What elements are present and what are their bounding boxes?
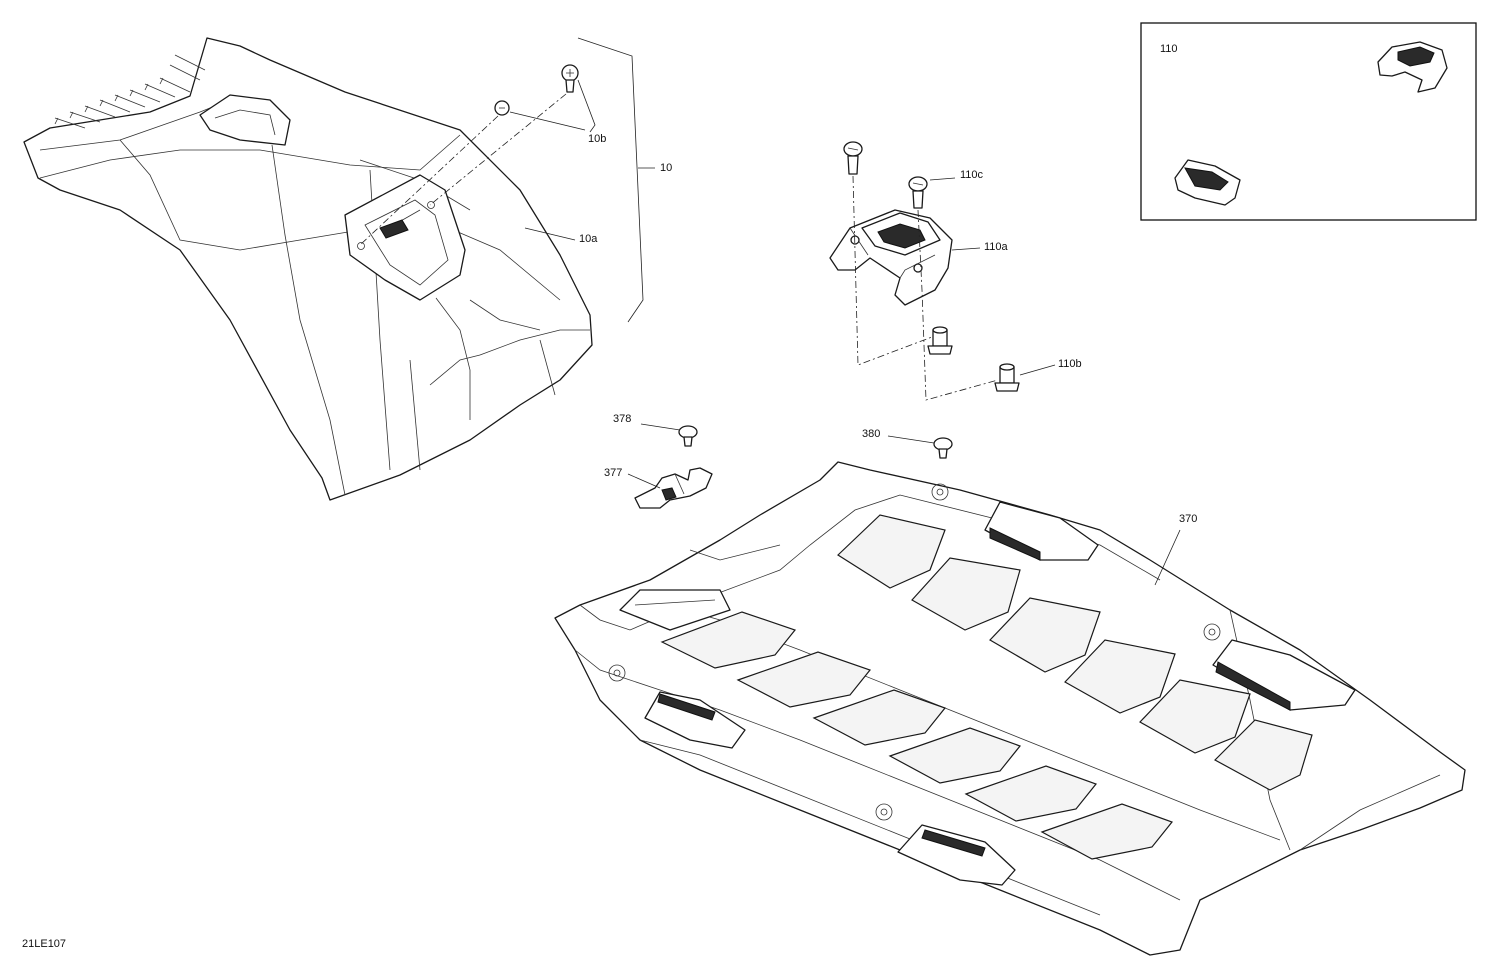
callout-10: 10 (660, 162, 672, 174)
callout-10b: 10b (588, 133, 606, 145)
anchor-110a[interactable] (829, 209, 953, 306)
screw-110c-left[interactable] (843, 141, 863, 175)
inset-frame (1140, 22, 1477, 221)
screw-10b-upper[interactable] (561, 64, 579, 93)
callout-10a: 10a (579, 233, 598, 245)
logo-badges (644, 501, 1356, 886)
callout-377: 377 (604, 467, 622, 479)
screw-378[interactable] (678, 425, 698, 447)
clamp-377[interactable] (634, 467, 713, 509)
nut-110b-right[interactable] (994, 363, 1020, 392)
pads-row-lower (660, 611, 1173, 860)
callout-110: 110 (1160, 43, 1178, 55)
screw-10b-lower[interactable] (494, 100, 510, 116)
inset-anchor-top[interactable] (1377, 41, 1448, 93)
screw-380[interactable] (933, 437, 953, 459)
callout-378: 378 (613, 413, 631, 425)
inset-anchor-bottom[interactable] (1174, 159, 1241, 206)
figure-id: 21LE107 (22, 938, 66, 950)
vent-fins (54, 54, 206, 129)
mount-holes (608, 483, 1221, 821)
callout-380: 380 (862, 428, 880, 440)
skid-plate-370[interactable] (554, 461, 1466, 956)
rear-panel-10a[interactable] (23, 37, 593, 501)
pads-row-upper (837, 514, 1313, 791)
callout-110b: 110b (1058, 358, 1082, 370)
callout-110a: 110a (984, 241, 1009, 253)
nut-110b-left[interactable] (927, 326, 953, 355)
callout-370: 370 (1179, 513, 1197, 525)
inset-110: 110 (1140, 22, 1477, 221)
callout-110c: 110c (960, 169, 984, 181)
screw-110c-right[interactable] (908, 176, 928, 209)
